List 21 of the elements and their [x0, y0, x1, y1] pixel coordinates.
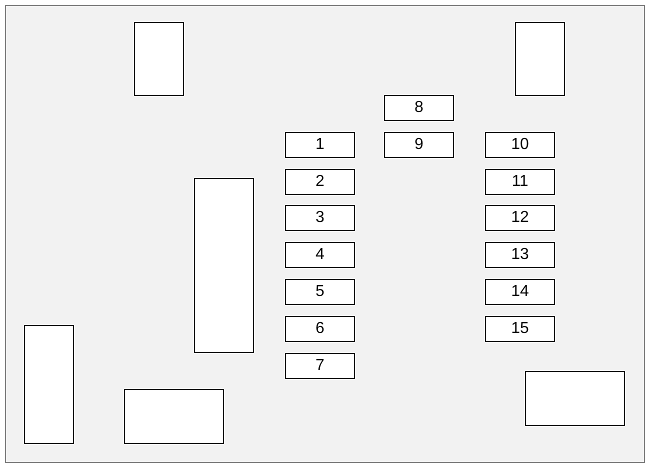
- fuse-slot: 14: [485, 279, 555, 305]
- relay-box: [124, 389, 224, 444]
- fuse-slot: 5: [285, 279, 355, 305]
- fuse-slot: 1: [285, 132, 355, 158]
- relay-box: [24, 325, 74, 444]
- relay-box: [194, 178, 254, 353]
- fuse-slot: 3: [285, 205, 355, 231]
- fuse-slot: 4: [285, 242, 355, 268]
- fuse-slot: 6: [285, 316, 355, 342]
- fuse-slot: 15: [485, 316, 555, 342]
- fuse-slot: 10: [485, 132, 555, 158]
- relay-box: [515, 22, 565, 96]
- fuse-slot: 11: [485, 169, 555, 195]
- fuse-slot: 7: [285, 353, 355, 379]
- fuse-slot: 2: [285, 169, 355, 195]
- fuse-slot: 8: [384, 95, 454, 121]
- fuse-slot: 13: [485, 242, 555, 268]
- fuse-slot: 12: [485, 205, 555, 231]
- fuse-slot: 9: [384, 132, 454, 158]
- relay-box: [134, 22, 184, 96]
- relay-box: [525, 371, 625, 426]
